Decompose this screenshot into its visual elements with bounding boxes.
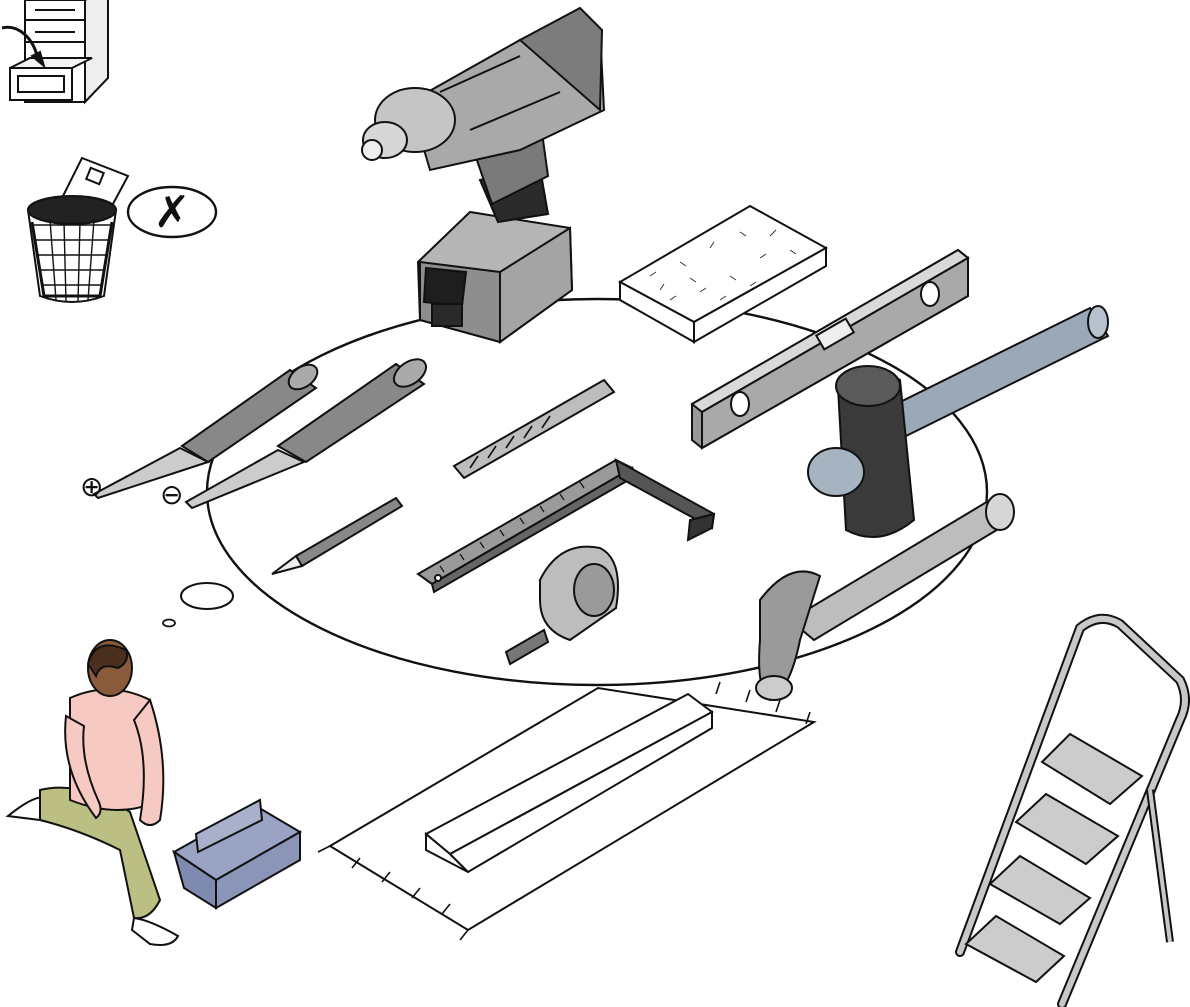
prohibited-symbol: ✗ bbox=[154, 187, 191, 238]
phillips-symbol: ⊕ bbox=[80, 470, 103, 503]
person-kneeling-icon bbox=[8, 640, 178, 945]
drawer-cabinet-icon bbox=[2, 0, 108, 102]
prohibited-icon: ✗ bbox=[128, 187, 216, 238]
flat-symbol: ⊖ bbox=[160, 478, 183, 511]
cordless-drill-icon bbox=[362, 8, 604, 342]
step-ladder-icon bbox=[960, 619, 1185, 1004]
toolbox-icon bbox=[174, 800, 300, 908]
trash-bin-icon bbox=[28, 158, 128, 302]
